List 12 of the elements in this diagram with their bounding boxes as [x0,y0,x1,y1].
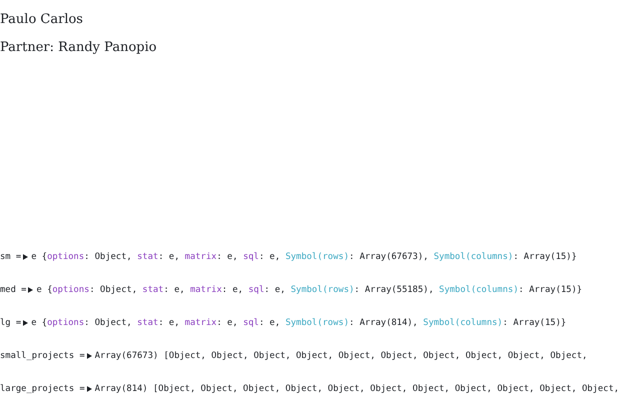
value-output: Array(814) [Object, Object, Object, Object, Object, Object, Object, Object, Object, Object, Object, [94,383,620,396]
variable-name: small_projects = [0,350,85,363]
variable-name: sm = [0,251,22,264]
variable-name: lg = [0,317,22,330]
value-output: Array(67673) [Object, Object, Object, Object, Object, Object, Object, Object, Object, Object, [94,350,588,363]
value-output: e {options: Object, stat: e, matrix: e, sql: e, Symbol(rows): Array(67673), Symbol(columns): Array(15)} [31,251,577,264]
variable-name: large_projects = [0,383,85,396]
value-output: e {options: Object, stat: e, matrix: e, sql: e, Symbol(rows): Array(814), Symbol(columns): Array(15)} [31,317,566,330]
author-name: Paulo Carlos [0,12,83,28]
variable-name: med = [0,284,26,297]
partner-line: Partner: Randy Panopio [0,40,157,56]
value-output: e {options: Object, stat: e, matrix: e, sql: e, Symbol(rows): Array(55185), Symbol(columns): Array(15)} [36,284,582,297]
